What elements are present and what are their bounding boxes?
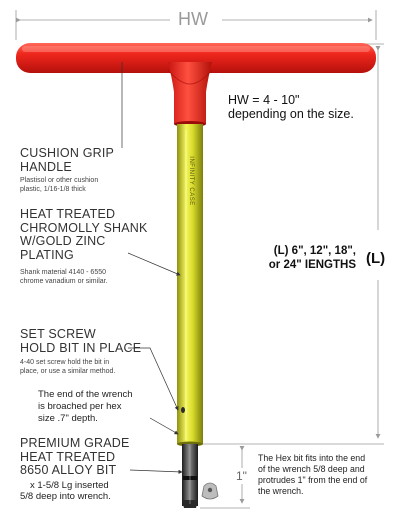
bit-detail-1: x 1-5/8 Lg inserted — [30, 479, 109, 491]
shank-detail-1: Shank material 4140 - 6550 — [20, 269, 106, 276]
handle-title-2: HANDLE — [20, 159, 72, 174]
length-values-label: (L) 6", 12", 18", or 24" IENGTHS — [246, 244, 356, 273]
bit-title-3: 8650 ALLOY BIT — [20, 463, 117, 477]
hw-text: HW — [178, 9, 208, 29]
handle-detail-1: Plastisol or other cushion — [20, 177, 99, 184]
hex-fit-line-1: The Hex bit fits into the end — [258, 453, 366, 463]
shank-marking-text: INFINITY CASE — [188, 156, 194, 206]
handle-title-1: CUSHION GRIP — [20, 146, 115, 160]
length-symbol-text: (L) — [366, 250, 386, 267]
shank-title-3: W/GOLD ZINC — [20, 234, 106, 248]
hex-fit-line-4: the wrench. — [258, 485, 304, 496]
bit-title-2: HEAT TREATED — [20, 449, 116, 464]
shank-marking: INFINITY CASE — [188, 151, 194, 211]
set-screw-detail-1: 4-40 set screw hold the bit in — [20, 359, 110, 366]
set-screw-leader — [128, 347, 179, 411]
set-screw-callout: SET SCREW HOLD BIT IN PLACE 4-40 set scr… — [20, 327, 142, 376]
hex-bit — [182, 444, 198, 508]
handle-detail-2: plastic, 1/16-1/8 thick — [20, 186, 86, 194]
broach-leader — [149, 417, 179, 435]
bit-protrusion-label: 1" — [236, 470, 247, 483]
shank-callout: HEAT TREATED CHROMOLLY SHANK W/GOLD ZINC… — [20, 207, 148, 286]
set-screw-title-1: SET SCREW — [20, 327, 96, 341]
length-values-text: (L) 6", 12", 18", — [273, 245, 356, 257]
bit-detail-2: 5/8 deep into wrench. — [20, 491, 111, 503]
broach-callout: The end of the wrench is broached per he… — [38, 389, 133, 425]
hex-socket-icon — [201, 482, 219, 500]
handle-callout: CUSHION GRIP HANDLE Plastisol or other c… — [20, 146, 115, 194]
set-screw-hole — [181, 407, 185, 413]
bit-dimension-line — [200, 446, 250, 509]
shank-leader — [127, 252, 181, 276]
set-screw-title-2: HOLD BIT IN PLACE — [20, 340, 142, 355]
bit-leader — [129, 469, 183, 474]
hw-label: HW — [178, 9, 208, 29]
cushion-grip-handle — [16, 43, 376, 127]
broach-line-3: size .7" depth. — [38, 412, 98, 424]
bit-title-1: PREMIUM GRADE — [20, 436, 130, 450]
hw-note: HW = 4 - 10" depending on the size. — [228, 93, 354, 122]
hex-fit-line-2: of the wrench 5/8 deep and — [258, 463, 365, 474]
hex-fit-callout: The Hex bit fits into the end of the wre… — [258, 453, 367, 497]
set-screw-detail-2: place, or use a similar method. — [20, 368, 116, 376]
shank-detail-2: chrome vanadium or similar. — [20, 278, 108, 286]
shank-title-1: HEAT TREATED — [20, 207, 116, 221]
hw-dimension-line — [15, 10, 377, 40]
hw-range-text: HW = 4 - 10" — [228, 93, 300, 107]
hex-fit-line-3: protrudes 1" from the end of — [258, 474, 368, 485]
bit-callout: PREMIUM GRADE HEAT TREATED 8650 ALLOY BI… — [20, 436, 130, 503]
broach-line-1: The end of the wrench — [38, 389, 133, 400]
length-symbol-label: (L) — [366, 250, 386, 267]
broach-line-2: is broached per hex — [38, 400, 122, 412]
hw-note-text: depending on the size. — [228, 107, 354, 122]
bit-protrusion-text: 1" — [236, 469, 247, 483]
shank-title-4: PLATING — [20, 247, 74, 262]
shank-title-2: CHROMOLLY SHANK — [20, 220, 148, 235]
length-values-text-2: or 24" IENGTHS — [268, 259, 356, 272]
